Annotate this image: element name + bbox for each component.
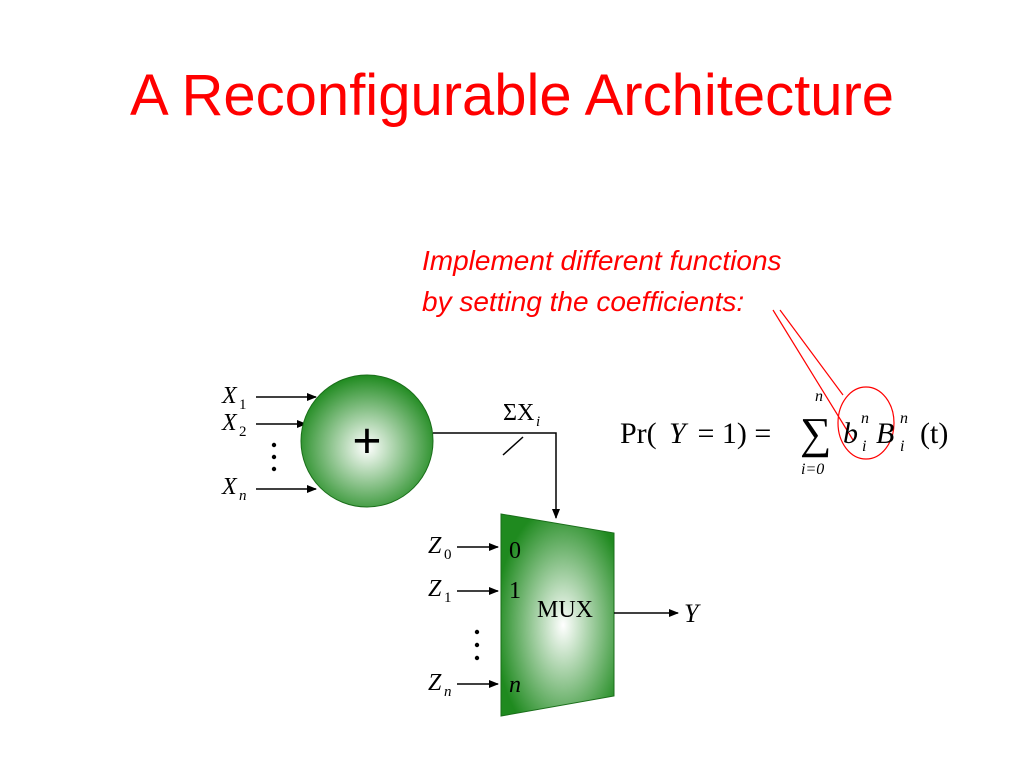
mux-input-zn: Z n — [428, 670, 499, 700]
input-z0-sub: 0 — [444, 547, 452, 563]
adder-input-x2: X 2 — [221, 410, 307, 440]
coefficient-highlight — [837, 386, 895, 460]
mux-port-0: 0 — [509, 538, 521, 564]
mux-input-ellipsis — [474, 629, 480, 661]
input-zn-label: Z — [428, 670, 442, 696]
sum-bus: ΣX i — [433, 400, 560, 519]
basis-B-sup: n — [900, 410, 908, 427]
mux-block: MUX 0 1 n — [500, 513, 615, 717]
coef-b-sup: n — [861, 410, 869, 427]
input-x1-label: X — [221, 383, 238, 409]
adder-input-x1: X 1 — [221, 383, 317, 413]
annotation-line-1: Implement different functions — [422, 245, 782, 276]
adder-node: + — [300, 374, 434, 508]
sum-lower: i=0 — [801, 461, 824, 478]
basis-arg: (t) — [920, 417, 948, 450]
mux-port-1: 1 — [509, 578, 521, 604]
input-xn-label: X — [221, 474, 238, 500]
input-x2-sub: 2 — [239, 424, 247, 440]
input-xn-sub: n — [239, 488, 247, 504]
callout-pointer — [772, 309, 895, 460]
coef-b-sub: i — [862, 438, 866, 455]
mux-input-z1: Z 1 — [428, 576, 499, 606]
input-x1-sub: 1 — [239, 397, 247, 413]
formula-var-y: Y — [669, 417, 689, 450]
annotation-line-2: by setting the coefficients: — [422, 286, 745, 317]
input-x2-label: X — [221, 410, 238, 436]
coef-b: b — [843, 417, 858, 450]
sum-label: ΣX — [503, 400, 534, 426]
sum-upper: n — [815, 388, 823, 405]
adder-input-ellipsis — [271, 442, 277, 472]
mux-port-n: n — [509, 672, 521, 698]
mux-label: MUX — [537, 597, 593, 623]
slide-title: A Reconfigurable Architecture — [129, 63, 895, 128]
input-z1-sub: 1 — [444, 590, 452, 606]
mux-input-z0: Z 0 — [428, 533, 499, 563]
formula-eq: = 1) = — [690, 417, 779, 450]
output-y-label: Y — [684, 599, 701, 628]
sum-symbol: ∑ — [800, 409, 831, 458]
bernstein-formula: Pr( Y = 1) = ∑ n i=0 b n i B n i (t) — [620, 388, 948, 478]
sum-label-sub: i — [536, 414, 540, 430]
basis-B: B — [876, 417, 894, 450]
input-z1-label: Z — [428, 576, 442, 602]
plus-symbol: + — [352, 413, 382, 470]
input-zn-sub: n — [444, 684, 452, 700]
adder-input-xn: X n — [221, 474, 317, 504]
basis-B-sub: i — [900, 438, 904, 455]
mux-output: Y — [614, 599, 701, 628]
formula-lhs: Pr( — [620, 417, 657, 450]
input-z0-label: Z — [428, 533, 442, 559]
annotation-note: Implement different functions by setting… — [422, 240, 882, 322]
